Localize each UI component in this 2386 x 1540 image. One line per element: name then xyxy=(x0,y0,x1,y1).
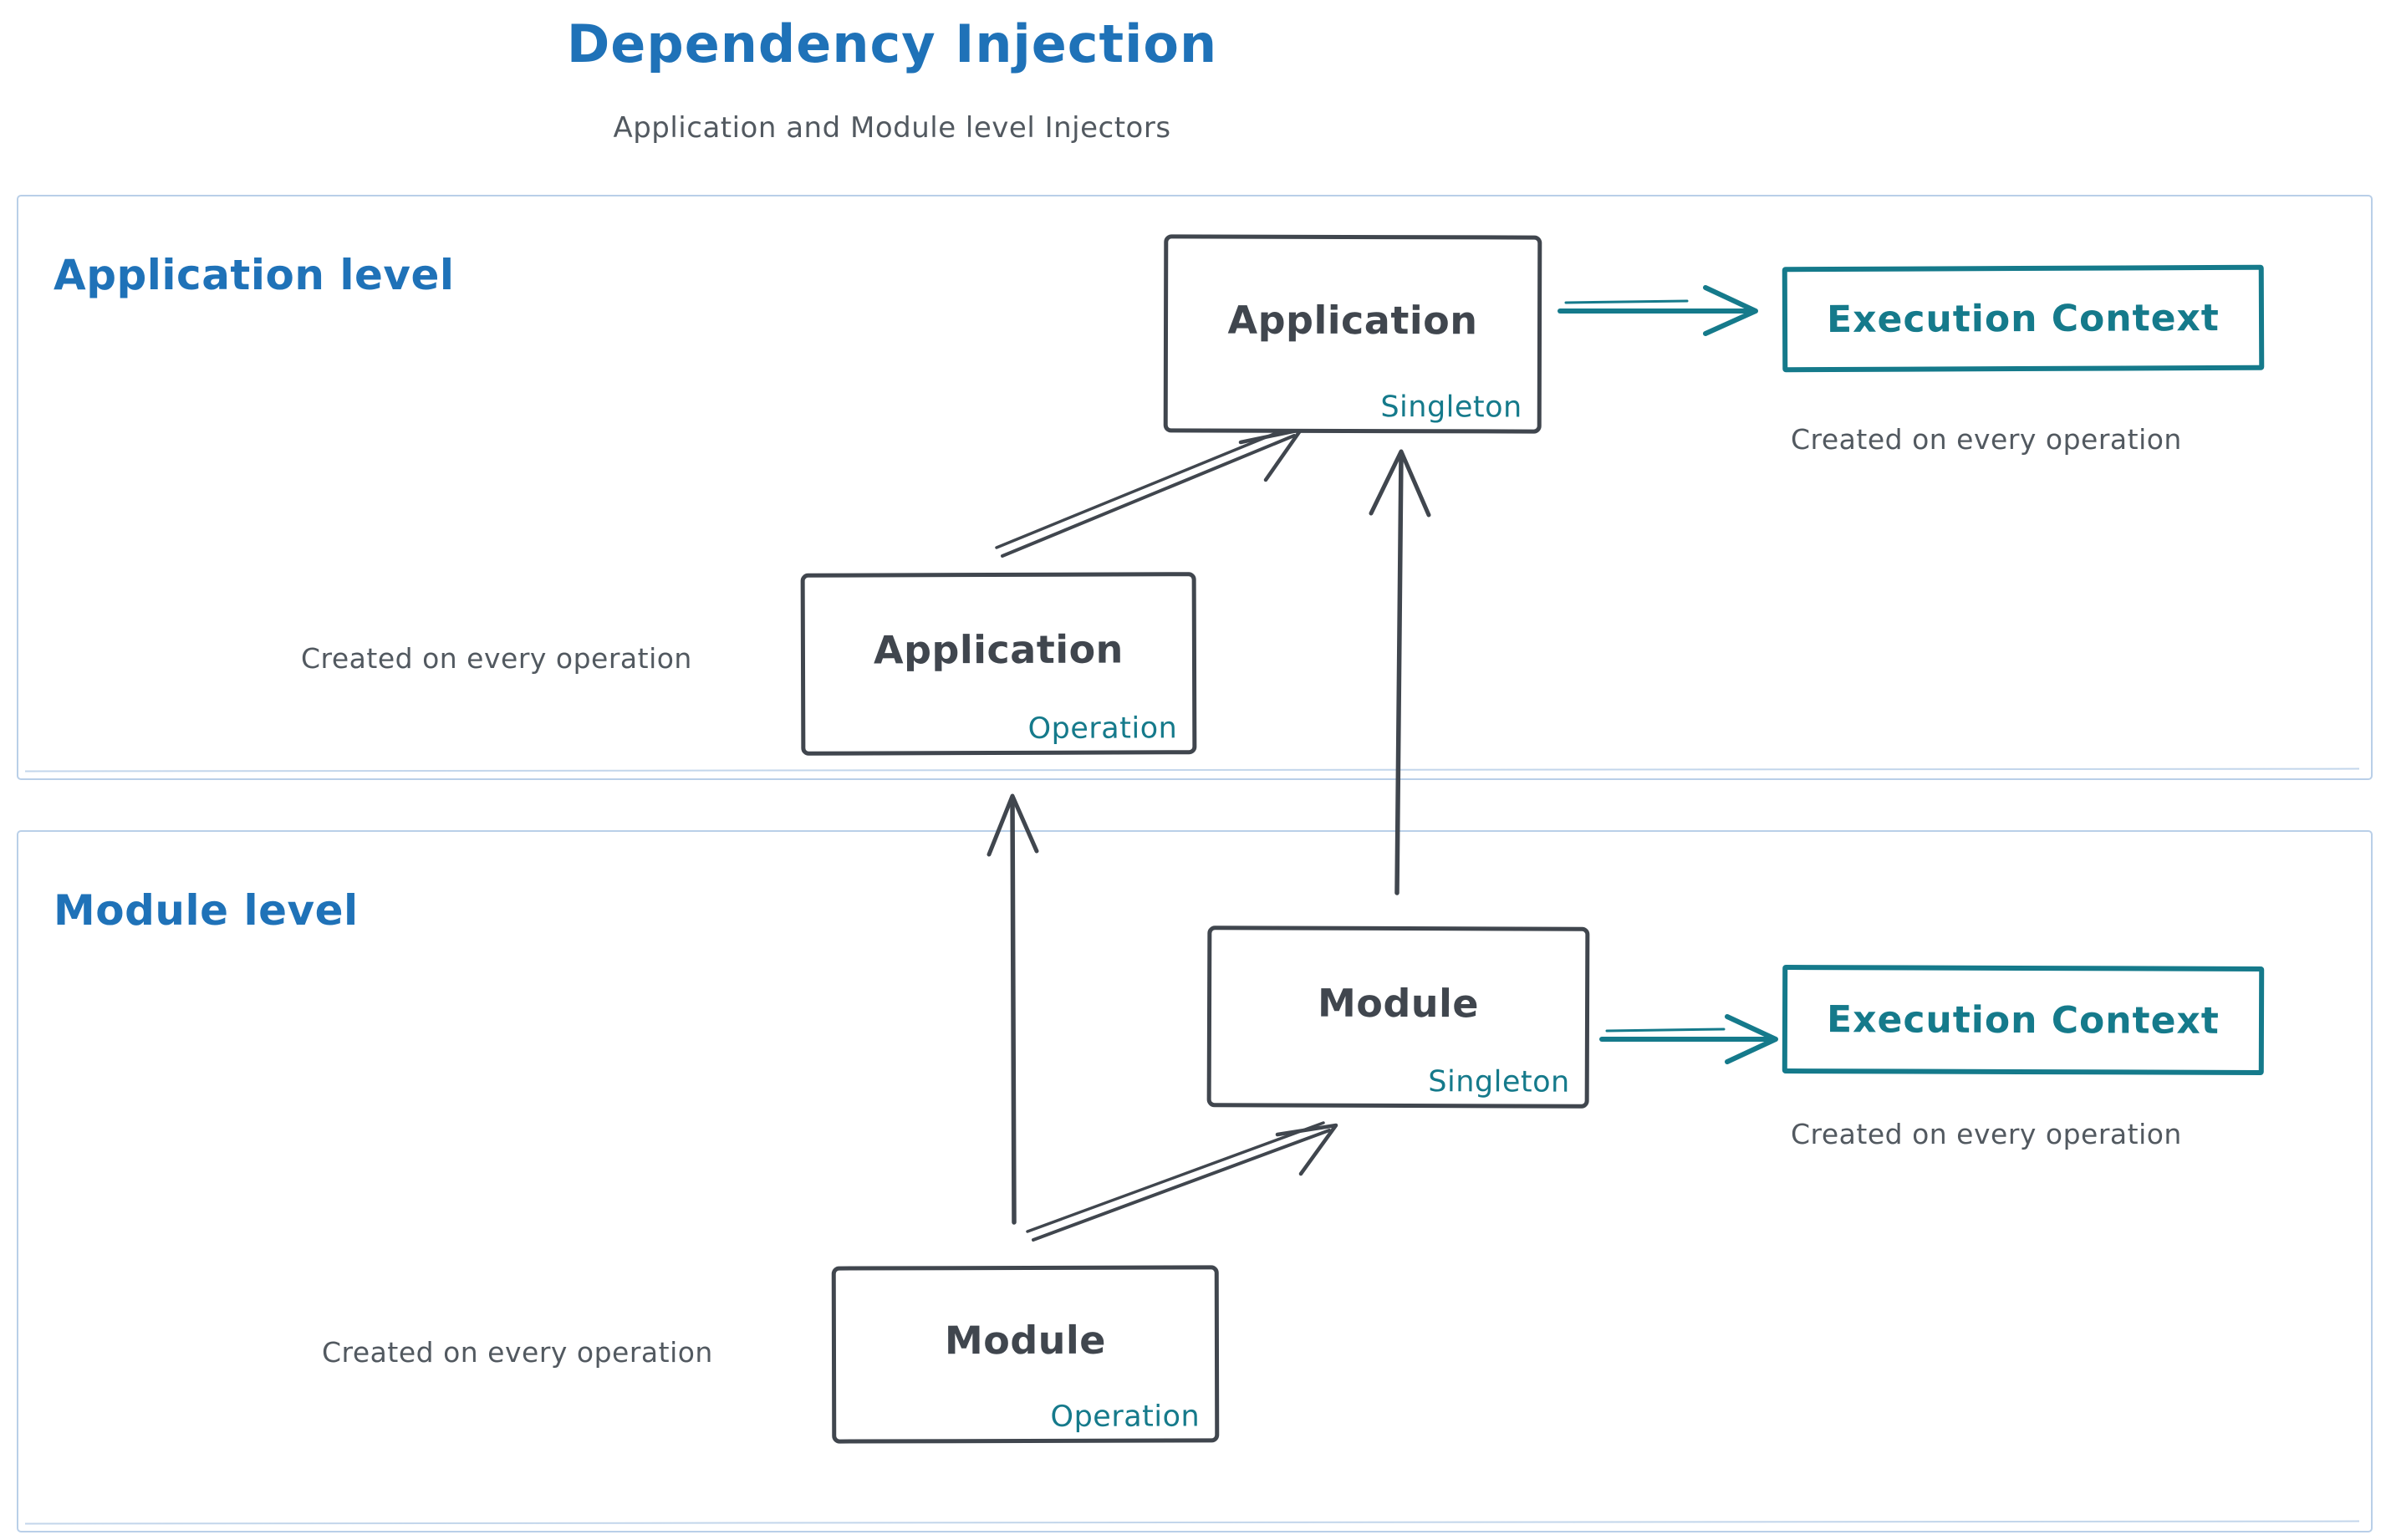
box-title: Module xyxy=(944,1317,1107,1364)
application-operation-box: Application Operation xyxy=(800,572,1197,756)
box-title: Application xyxy=(873,626,1124,673)
note-module-execution-context: Created on every operation xyxy=(1791,1118,2182,1150)
module-operation-box: Module Operation xyxy=(831,1265,1220,1444)
box-title: Module xyxy=(1317,980,1480,1026)
application-singleton-box: Application Singleton xyxy=(1163,234,1542,434)
diagram-subtitle: Application and Module level Injectors xyxy=(613,111,1171,145)
diagram-title: Dependency Injection xyxy=(566,13,1218,74)
execution-context-box-module: Execution Context xyxy=(1782,964,2265,1076)
execution-context-label: Execution Context xyxy=(1826,296,2220,341)
application-level-label: Application level xyxy=(54,251,455,299)
note-module-operation: Created on every operation xyxy=(322,1336,713,1369)
note-application-execution-context: Created on every operation xyxy=(1791,423,2182,456)
application-level-container xyxy=(17,195,2373,780)
note-application-operation: Created on every operation xyxy=(301,642,692,675)
box-tag: Singleton xyxy=(1380,390,1522,425)
box-title: Application xyxy=(1227,297,1478,343)
execution-context-label: Execution Context xyxy=(1827,997,2220,1043)
box-tag: Operation xyxy=(1050,1400,1201,1434)
module-level-label: Module level xyxy=(54,886,359,935)
module-singleton-box: Module Singleton xyxy=(1206,926,1590,1109)
box-tag: Singleton xyxy=(1428,1065,1570,1099)
module-level-container xyxy=(17,830,2373,1532)
execution-context-box-application: Execution Context xyxy=(1782,264,2265,373)
box-tag: Operation xyxy=(1027,711,1178,746)
